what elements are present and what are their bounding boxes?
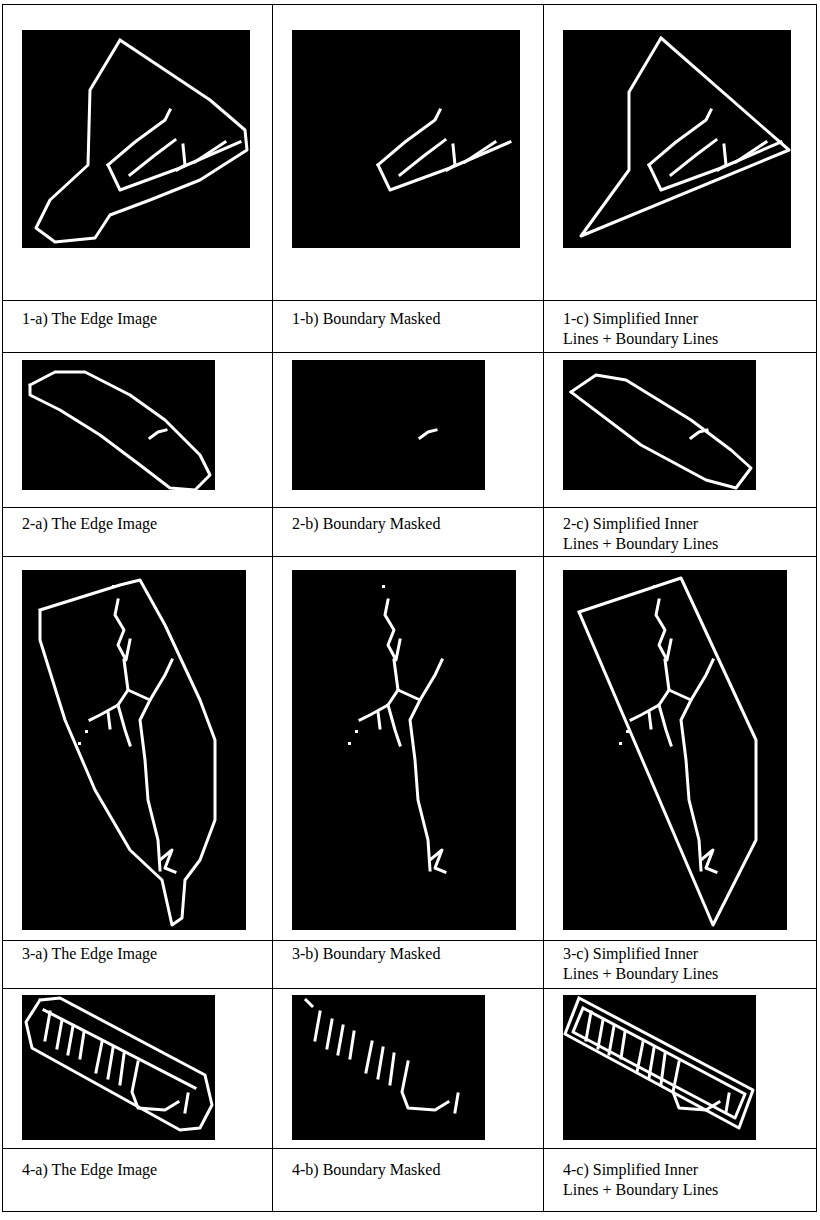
figure-caption: 3-a) The Edge Image — [22, 944, 190, 964]
figure-caption: 4-b) Boundary Masked — [292, 1160, 460, 1180]
figure-caption: 1-a) The Edge Image — [22, 309, 190, 329]
figure-caption: 3-b) Boundary Masked — [292, 944, 460, 964]
figure-caption: 1-c) Simplified Inner Lines + Boundary L… — [563, 309, 731, 349]
figure-caption: 1-b) Boundary Masked — [292, 309, 460, 329]
figure-caption: 4-c) Simplified Inner Lines + Boundary L… — [563, 1160, 731, 1200]
figure-caption: 3-c) Simplified Inner Lines + Boundary L… — [563, 944, 731, 984]
figure-caption: 4-a) The Edge Image — [22, 1160, 190, 1180]
figure-caption: 2-a) The Edge Image — [22, 514, 190, 534]
figure-caption: 2-c) Simplified Inner Lines + Boundary L… — [563, 514, 731, 554]
figure-caption: 2-b) Boundary Masked — [292, 514, 460, 534]
